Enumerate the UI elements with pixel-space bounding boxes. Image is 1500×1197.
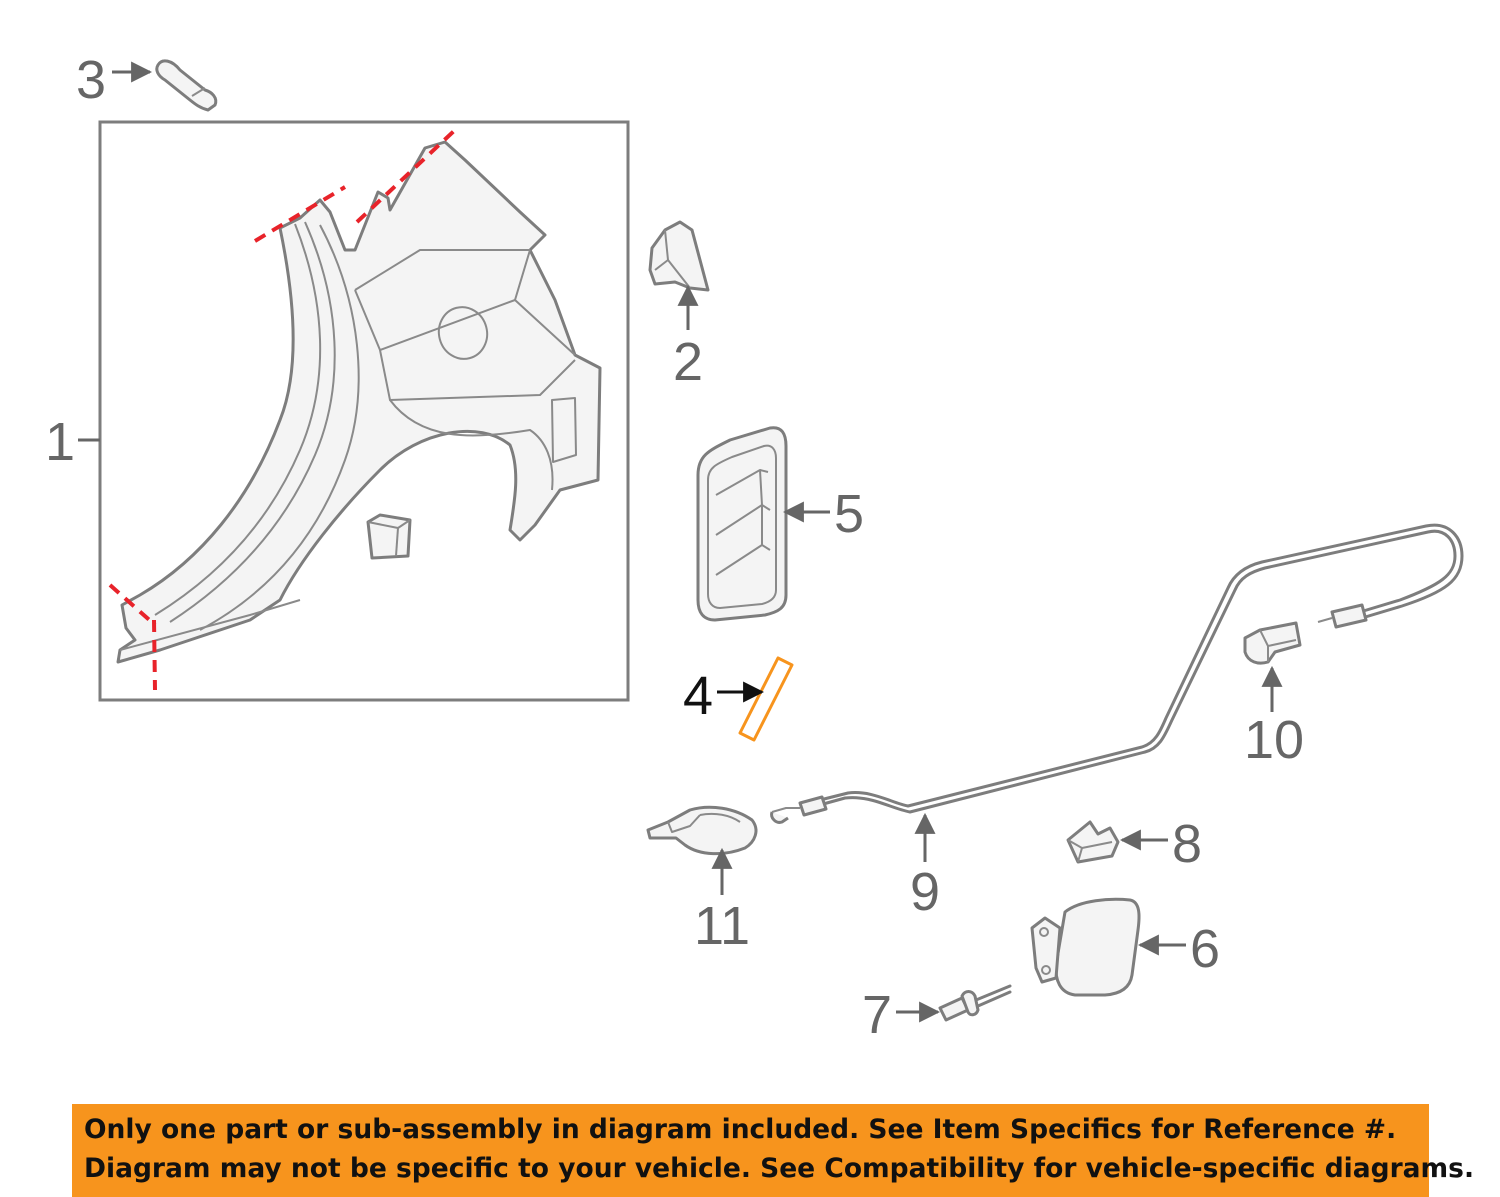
- callout-4: 4: [683, 666, 713, 726]
- parts-diagram: 1 3 2 5 4 9: [45, 50, 1464, 1045]
- disclaimer-banner: Only one part or sub-assembly in diagram…: [72, 1104, 1475, 1197]
- callout-2: 2: [673, 332, 703, 392]
- housing-part-11: [646, 805, 758, 856]
- pin-part-7: [938, 984, 1012, 1022]
- clip-part-8: [1066, 820, 1120, 864]
- vent-part-5: [696, 426, 788, 622]
- cut-line: [253, 185, 347, 243]
- cut-line: [108, 583, 157, 627]
- cut-line: [152, 619, 157, 691]
- callout-5: 5: [834, 484, 864, 544]
- fuel-door-part-6: [1030, 897, 1141, 997]
- callout-8: 8: [1172, 814, 1202, 874]
- callout-7: 7: [862, 985, 892, 1045]
- cut-line: [355, 128, 457, 224]
- latch-part-10: [1243, 621, 1302, 665]
- callout-9: 9: [910, 862, 940, 922]
- bolt-part-3: [155, 59, 218, 112]
- quarter-panel-group: [98, 120, 630, 702]
- disclaimer-line-1: Only one part or sub-assembly in diagram…: [84, 1114, 1397, 1145]
- quarter-panel: [116, 140, 602, 664]
- bracket-part-2: [648, 220, 710, 292]
- callout-10: 10: [1244, 710, 1304, 770]
- quarter-panel-frame: [98, 120, 630, 702]
- release-cable-part-9: [770, 523, 1464, 824]
- callout-1: 1: [45, 412, 75, 472]
- disclaimer-line-2: Diagram may not be specific to your vehi…: [84, 1153, 1475, 1184]
- callout-6: 6: [1190, 919, 1220, 979]
- callout-3: 3: [76, 50, 106, 110]
- seal-strip-part-4: [738, 656, 794, 742]
- callout-11: 11: [694, 896, 750, 956]
